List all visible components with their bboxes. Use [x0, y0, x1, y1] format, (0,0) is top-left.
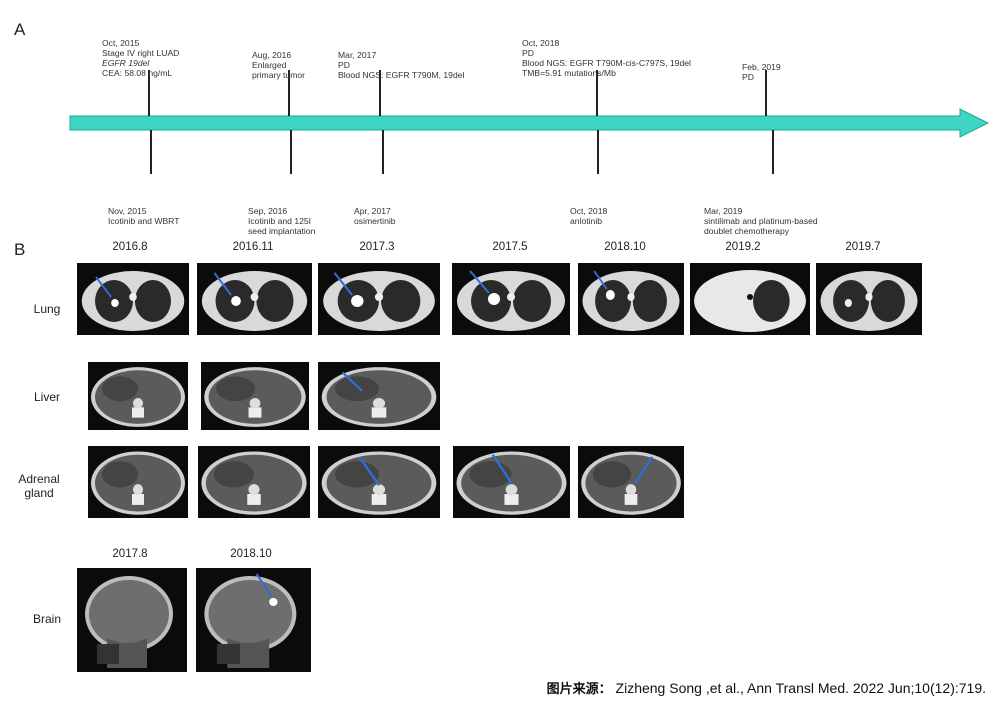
mri-brain-2017-8: [77, 568, 187, 672]
timeline-tick: [596, 70, 598, 116]
timeline-tick: [597, 130, 599, 174]
column-label: 2016.11: [232, 241, 274, 253]
ct-lung-2016-11: [197, 263, 312, 335]
ct-adrenal-2016-11: [198, 446, 310, 518]
image-source-caption: 图片来源： Zizheng Song ,et al., Ann Transl M…: [546, 680, 986, 697]
ct-lung-2018-10: [578, 263, 684, 335]
ct-liver-2017-3: [318, 362, 440, 430]
brain-column-label: 2018.10: [230, 548, 272, 560]
timeline-tick: [379, 70, 381, 116]
column-label: 2019.7: [845, 241, 881, 253]
timeline-tick: [772, 130, 774, 174]
timeline-tick: [288, 70, 290, 116]
mri-brain-2018-10: [196, 568, 311, 672]
column-label: 2018.10: [604, 241, 646, 253]
ct-liver-2016-11: [201, 362, 309, 430]
column-label: 2016.8: [112, 241, 148, 253]
timeline-tick: [150, 130, 152, 174]
column-label: 2017.5: [492, 241, 528, 253]
ct-liver-2016-8: [88, 362, 188, 430]
panel-b-label: B: [14, 240, 26, 259]
column-label: 2019.2: [725, 241, 761, 253]
ct-adrenal-2016-8: [88, 446, 188, 518]
timeline-arrow: [69, 108, 990, 138]
ct-adrenal-2017-5: [453, 446, 570, 518]
row-label-brain: Brain: [32, 612, 61, 626]
ct-lung-2016-8: [77, 263, 189, 335]
brain-column-label: 2017.8: [112, 548, 148, 560]
timeline-tick: [765, 70, 767, 116]
ct-adrenal-2018-10: [578, 446, 684, 518]
timeline-tick: [148, 70, 150, 116]
ct-lung-2017-5: [452, 263, 570, 335]
ct-lung-2019-7: [816, 263, 922, 335]
ct-lung-2019-2: [690, 263, 810, 335]
timeline-tick: [290, 130, 292, 174]
ct-adrenal-2017-3: [318, 446, 440, 518]
timeline-tick: [382, 130, 384, 174]
ct-lung-2017-3: [318, 263, 440, 335]
panel-a-label: A: [14, 20, 26, 39]
column-label: 2017.3: [359, 241, 395, 253]
row-label-liver: Liver: [33, 390, 60, 404]
row-label-lung: Lung: [33, 302, 61, 316]
